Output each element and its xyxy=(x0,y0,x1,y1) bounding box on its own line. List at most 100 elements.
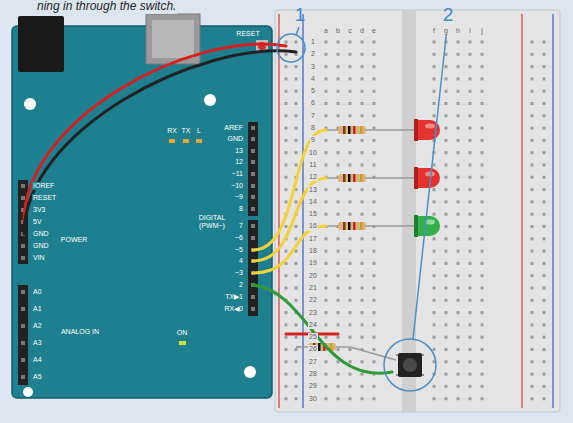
breadboard-hole xyxy=(433,397,436,400)
breadboard-hole xyxy=(543,200,546,203)
breadboard-hole xyxy=(531,274,534,277)
breadboard-hole xyxy=(531,311,534,314)
breadboard-hole xyxy=(469,77,472,80)
breadboard-hole xyxy=(295,287,298,290)
breadboard-hole xyxy=(481,77,484,80)
breadboard-hole xyxy=(445,237,448,240)
board-label: L xyxy=(196,127,202,135)
breadboard-hole xyxy=(543,77,546,80)
resistor-symbol xyxy=(326,126,380,134)
breadboard-hole xyxy=(531,336,534,339)
breadboard-hole xyxy=(457,348,460,351)
breadboard-hole xyxy=(481,262,484,265)
breadboard-hole xyxy=(337,323,340,326)
breadboard-hole xyxy=(457,311,460,314)
breadboard-hole xyxy=(481,373,484,376)
breadboard-label: 20 xyxy=(308,272,318,280)
breadboard-hole xyxy=(481,188,484,191)
breadboard-label: 13 xyxy=(308,186,318,194)
board-label: 13 xyxy=(234,147,244,155)
breadboard-hole xyxy=(543,188,546,191)
breadboard-label: 14 xyxy=(308,198,318,206)
breadboard-hole xyxy=(531,151,534,154)
header-pin xyxy=(251,160,255,164)
breadboard-hole xyxy=(295,225,298,228)
breadboard-hole xyxy=(445,373,448,376)
power-jack xyxy=(18,16,64,72)
breadboard-hole xyxy=(349,41,352,44)
breadboard-hole xyxy=(361,262,364,265)
breadboard-label: 23 xyxy=(308,309,318,317)
board-label: ANALOG IN xyxy=(60,328,100,336)
breadboard-hole xyxy=(373,127,376,130)
breadboard-hole xyxy=(543,237,546,240)
breadboard-label: 4 xyxy=(310,75,316,83)
breadboard-hole xyxy=(373,397,376,400)
breadboard-hole xyxy=(295,360,298,363)
breadboard-hole xyxy=(361,237,364,240)
breadboard-label: 10 xyxy=(308,149,318,157)
breadboard-hole xyxy=(337,102,340,105)
breadboard-hole xyxy=(349,299,352,302)
breadboard-hole xyxy=(481,65,484,68)
breadboard-hole xyxy=(469,188,472,191)
breadboard-hole xyxy=(285,102,288,105)
breadboard-hole xyxy=(433,102,436,105)
breadboard-hole xyxy=(543,164,546,167)
breadboard-hole xyxy=(285,287,288,290)
breadboard-hole xyxy=(469,385,472,388)
breadboard-label: 1 xyxy=(310,38,316,46)
breadboard-hole xyxy=(361,360,364,363)
breadboard-hole xyxy=(285,385,288,388)
breadboard-holes xyxy=(285,41,546,401)
header-pin xyxy=(21,244,25,248)
breadboard-hole xyxy=(337,262,340,265)
breadboard-hole xyxy=(285,373,288,376)
mounting-hole xyxy=(23,387,33,397)
callout-number: 1 xyxy=(294,4,307,26)
breadboard-hole xyxy=(481,151,484,154)
breadboard-hole xyxy=(481,139,484,142)
breadboard-hole xyxy=(295,77,298,80)
breadboard-hole xyxy=(433,114,436,117)
breadboard-hole xyxy=(337,114,340,117)
breadboard-hole xyxy=(531,385,534,388)
breadboard-hole xyxy=(361,53,364,56)
breadboard-hole xyxy=(295,373,298,376)
breadboard-hole xyxy=(469,114,472,117)
board-label: GND xyxy=(32,230,50,238)
breadboard-hole xyxy=(349,287,352,290)
board-label: RX◀0 xyxy=(223,305,244,313)
breadboard-hole xyxy=(445,311,448,314)
breadboard-hole xyxy=(433,164,436,167)
breadboard-hole xyxy=(543,287,546,290)
breadboard-hole xyxy=(481,102,484,105)
pushbutton xyxy=(403,358,417,372)
board-label: A5 xyxy=(32,373,43,381)
ground-rail-line xyxy=(302,14,303,408)
breadboard-hole xyxy=(445,287,448,290)
breadboard-hole xyxy=(481,336,484,339)
breadboard-label: i xyxy=(468,27,472,35)
breadboard-label: c xyxy=(347,27,353,35)
breadboard-label: 2 xyxy=(310,50,316,58)
board-label: 3V3 xyxy=(32,206,46,214)
breadboard-hole xyxy=(373,213,376,216)
breadboard-hole xyxy=(457,373,460,376)
breadboard-hole xyxy=(325,213,328,216)
breadboard-hole xyxy=(543,262,546,265)
breadboard-label: 15 xyxy=(308,210,318,218)
breadboard-hole xyxy=(543,385,546,388)
board-label: ~5 xyxy=(234,246,244,254)
breadboard-hole xyxy=(349,262,352,265)
breadboard-hole xyxy=(325,323,328,326)
breadboard-hole xyxy=(373,77,376,80)
breadboard-label: 26 xyxy=(308,345,318,353)
breadboard-hole xyxy=(373,323,376,326)
mounting-hole xyxy=(244,366,256,378)
breadboard-hole xyxy=(433,274,436,277)
breadboard-hole xyxy=(349,397,352,400)
breadboard-hole xyxy=(325,311,328,314)
breadboard-hole xyxy=(337,311,340,314)
breadboard-hole xyxy=(531,188,534,191)
